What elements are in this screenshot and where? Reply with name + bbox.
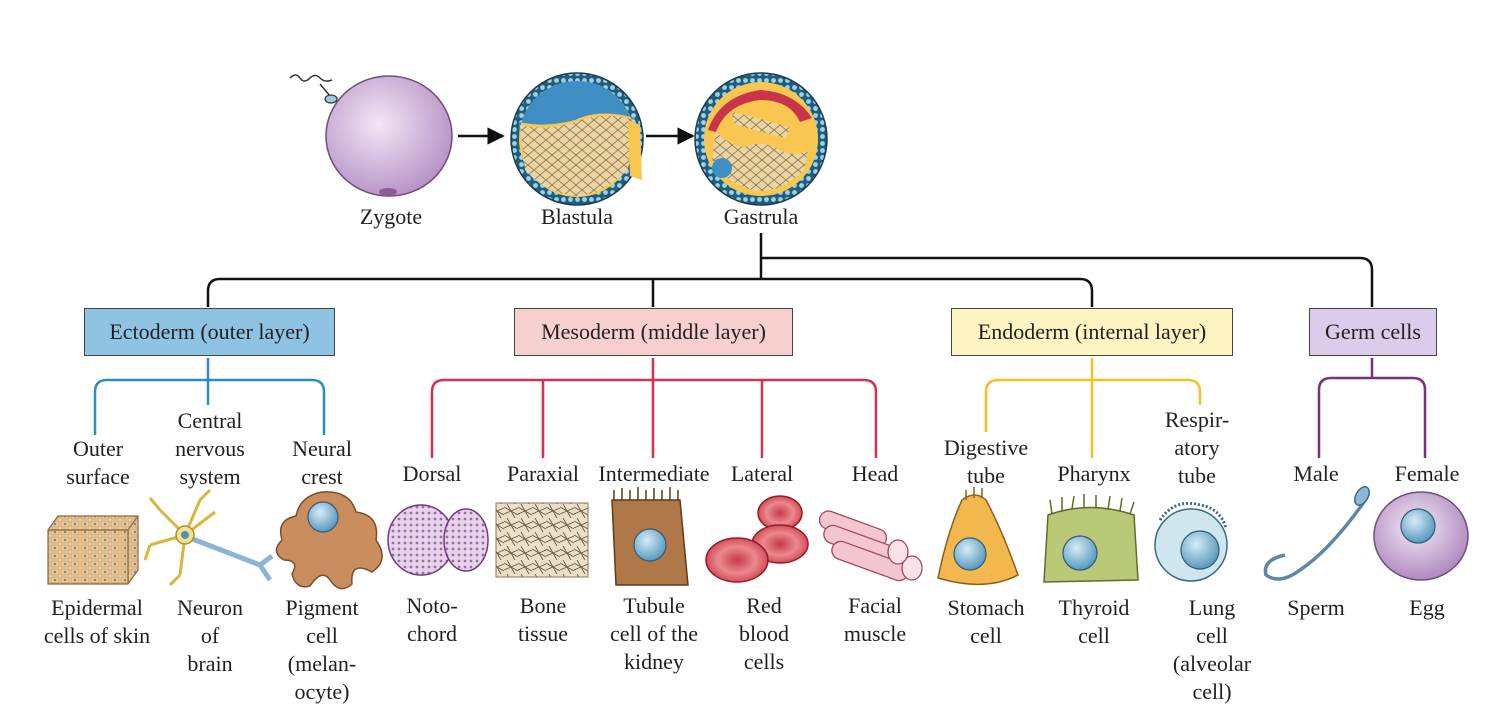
- stage-label-blastula: Blastula: [540, 204, 614, 229]
- branch-line: Digestive: [943, 435, 1029, 460]
- main-tree: [206, 233, 1374, 307]
- cell-line: Facial: [848, 593, 902, 618]
- branch-central-nervous-system: Central nervous system: [175, 407, 245, 491]
- branch-outer-surface: Outer surface: [66, 435, 130, 491]
- cell-label-epidermal: Epidermal cells of skin: [44, 594, 150, 650]
- endoderm-box: Endoderm (internal layer): [951, 308, 1233, 356]
- cell-label-sperm: Sperm: [1287, 595, 1345, 620]
- cell-line: blood: [738, 621, 790, 646]
- branch-neural-crest: Neural crest: [292, 435, 352, 491]
- cell-line: cell: [1196, 623, 1228, 648]
- egg-icon: [1373, 491, 1469, 581]
- cell-line: Bone: [519, 593, 567, 618]
- branch-digestive-tube: Digestive tube: [944, 434, 1028, 490]
- cell-line: (melan-: [287, 651, 357, 676]
- facial-muscle-icon: [818, 510, 923, 582]
- branch-lateral: Lateral: [730, 461, 794, 486]
- cell-line: of: [200, 623, 220, 648]
- stomach-cell-icon: [937, 487, 1019, 585]
- cell-label-red-blood: Red blood cells: [739, 592, 789, 676]
- ectoderm-branches: [93, 358, 326, 435]
- cell-label-notochord: Noto-chord: [406, 592, 457, 648]
- cell-line: chord: [406, 621, 458, 646]
- branch-line: tube: [1178, 463, 1216, 488]
- cell-line: cell of the: [610, 621, 698, 646]
- branch-head: Head: [851, 461, 899, 486]
- cell-line: cell: [970, 623, 1002, 648]
- cell-label-egg: Egg: [1409, 595, 1445, 620]
- cell-line: Epidermal: [51, 595, 143, 620]
- cell-line: Stomach: [947, 595, 1025, 620]
- mesoderm-branches: [430, 358, 878, 458]
- branch-line: atory: [1174, 435, 1220, 460]
- cell-line: Red: [746, 593, 782, 618]
- branch-male: Male: [1293, 461, 1339, 486]
- ectoderm-box: Ectoderm (outer layer): [84, 308, 335, 356]
- cell-label-pigment: Pigment cell (melan-ocyte): [285, 594, 358, 706]
- cell-line: Noto-: [406, 593, 458, 618]
- cell-line: Pigment: [285, 595, 359, 620]
- branch-line: system: [179, 464, 241, 489]
- cell-line: brain: [187, 651, 233, 676]
- branch-line: Respir-: [1164, 407, 1230, 432]
- cell-line: cell: [1078, 623, 1110, 648]
- pigment-cell-icon: [275, 491, 383, 590]
- cell-line: cell: [306, 623, 338, 648]
- branch-line: Neural: [292, 436, 352, 461]
- stage-label-gastrula: Gastrula: [723, 204, 799, 229]
- cell-line: Thyroid: [1058, 595, 1130, 620]
- cell-label-lung: Lung cell (alveolar cell): [1173, 594, 1251, 706]
- cell-label-stomach: Stomach cell: [948, 594, 1025, 650]
- cell-line: Lung: [1188, 595, 1236, 620]
- thyroid-cell-icon: [1043, 494, 1139, 583]
- branch-line: Central: [177, 408, 243, 433]
- cell-label-neuron: Neuron of brain: [177, 594, 243, 678]
- notochord-icon: [387, 504, 489, 576]
- sperm-icon: [1263, 486, 1370, 581]
- branch-line: crest: [301, 464, 343, 489]
- red-blood-cells-icon: [705, 495, 809, 583]
- branch-line: nervous: [175, 436, 245, 461]
- cell-line: (alveolar: [1172, 651, 1252, 676]
- cell-line: cells of skin: [43, 623, 151, 648]
- cell-line: cells: [743, 649, 785, 674]
- branch-line: Outer: [72, 436, 124, 461]
- epidermal-cells-icon: [47, 515, 139, 585]
- endoderm-branches: [984, 358, 1202, 458]
- mesoderm-box: Mesoderm (middle layer): [514, 308, 793, 356]
- cell-label-bone: Bone tissue: [518, 592, 568, 648]
- branch-respiratory-tube: Respir-atory tube: [1165, 406, 1229, 490]
- stage-label-zygote: Zygote: [359, 204, 423, 229]
- branch-female: Female: [1394, 461, 1460, 486]
- cell-line: Neuron: [177, 595, 243, 620]
- cell-line: Tubule: [623, 593, 685, 618]
- branch-intermediate: Intermediate: [598, 461, 710, 486]
- cell-line: tissue: [517, 621, 569, 646]
- bone-tissue-icon: [495, 502, 589, 578]
- cell-label-tubule: Tubule cell of the kidney: [610, 592, 698, 676]
- cell-line: muscle: [843, 621, 907, 646]
- cell-line: kidney: [624, 649, 684, 674]
- blastula-icon: [510, 72, 644, 206]
- gastrula-icon: [694, 72, 828, 206]
- branch-line: surface: [66, 464, 130, 489]
- cell-label-facial-muscle: Facial muscle: [844, 592, 906, 648]
- cell-line: ocyte): [294, 679, 350, 704]
- lung-cell-icon: [1154, 501, 1228, 582]
- branch-dorsal: Dorsal: [402, 461, 462, 486]
- neuron-icon: [143, 488, 274, 587]
- branch-paraxial: Paraxial: [506, 461, 580, 486]
- branch-line: tube: [967, 463, 1005, 488]
- germ-branches: [1317, 358, 1427, 458]
- branch-pharynx: Pharynx: [1057, 461, 1131, 486]
- zygote-icon: [289, 74, 453, 197]
- germ-cells-box: Germ cells: [1309, 308, 1437, 356]
- cell-label-thyroid: Thyroid cell: [1059, 594, 1130, 650]
- kidney-tubule-cell-icon: [611, 487, 689, 586]
- cell-line: cell): [1192, 679, 1232, 704]
